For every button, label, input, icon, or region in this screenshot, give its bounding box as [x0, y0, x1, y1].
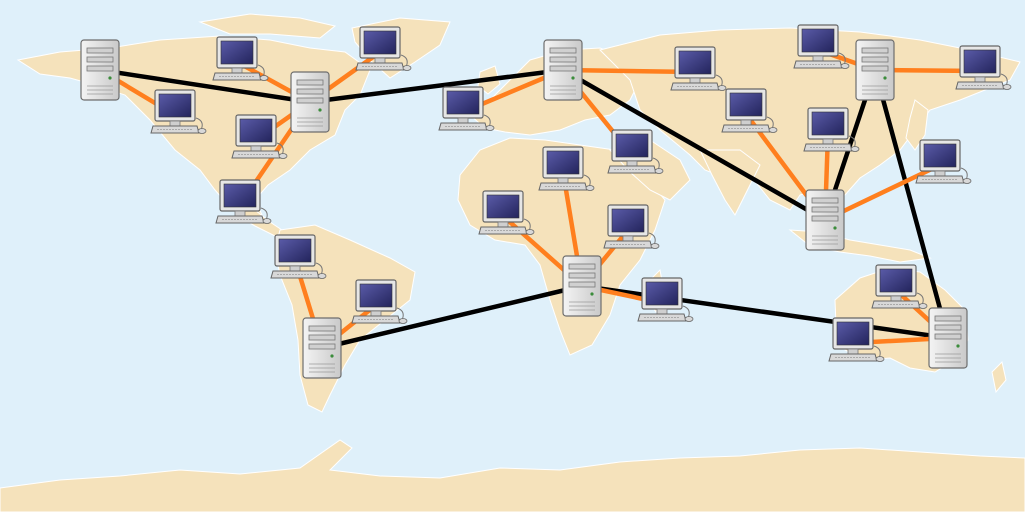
landmass-antarctica: [0, 439, 1025, 512]
server-icon-s-southeast-asia: [805, 189, 845, 251]
backbone-link-s-east-asia-s-australia: [872, 67, 951, 341]
access-link-s-europe-c-russia-west: [560, 67, 698, 75]
server-icon-s-europe: [543, 39, 583, 101]
landmass-india: [699, 149, 761, 216]
backbone-link-s-north-america-east-s-europe: [307, 67, 566, 105]
landmass-new-zealand: [991, 361, 1007, 394]
landmass-canadian-arctic: [198, 13, 337, 39]
landmass-japan: [905, 99, 929, 151]
server-icon-s-australia: [928, 307, 968, 369]
backbone-link-s-north-america-west-s-north-america-east: [97, 67, 313, 105]
server-icon-s-north-america-west: [80, 39, 120, 101]
server-icon-s-east-asia: [855, 39, 895, 101]
backbone-link-s-south-america-s-africa: [319, 283, 585, 351]
backbone-link-s-europe-s-southeast-asia: [560, 67, 828, 223]
server-icon-s-north-america-east: [290, 71, 330, 133]
server-icon-s-south-america: [302, 317, 342, 379]
server-icon-s-africa: [562, 255, 602, 317]
